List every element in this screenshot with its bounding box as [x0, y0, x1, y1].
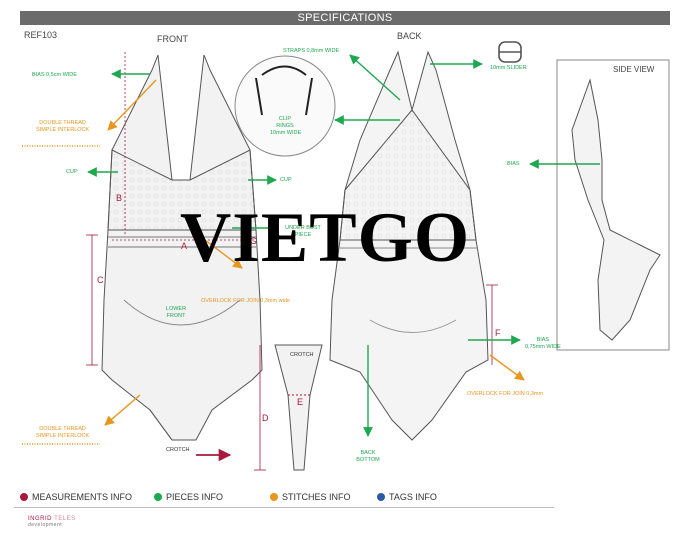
- back-bottom-line-2: BOTTOM: [356, 456, 380, 463]
- legend-pieces-label: PIECES INFO: [166, 492, 224, 502]
- legend-measurements-label: MEASUREMENTS INFO: [32, 492, 133, 502]
- brand-logo: INGRID TELES development: [28, 516, 76, 528]
- measurement-e: E: [297, 397, 304, 407]
- header-bar: SPECIFICATIONS: [20, 11, 670, 25]
- double-thread-bottom-line-2: SIMPLE INTERLOCK: [36, 432, 90, 439]
- under-bust-line-2: PIECE: [294, 231, 312, 238]
- cup-right-label: CUP: [280, 177, 292, 183]
- under-bust-label: UNDER BUST PIECE: [283, 225, 323, 239]
- bias-left-label: BIAS 0,5cm WIDE: [32, 72, 77, 78]
- reference-code: REF103: [24, 30, 58, 40]
- legend-divider: [14, 507, 554, 508]
- measurements-dot-icon: [20, 493, 28, 501]
- back-view-title: BACK: [397, 31, 422, 41]
- clip-width-label: 10mm WIDE: [270, 129, 302, 136]
- legend-measurements: MEASUREMENTS INFO: [20, 490, 132, 504]
- measurement-c: C: [97, 275, 104, 285]
- clip-label: CLIP: [278, 116, 292, 122]
- straps-label: STRAPS 0,8mm WIDE: [283, 48, 340, 54]
- clip-rings-label: CLIP RINGS 10mm WIDE: [270, 116, 302, 137]
- stitches-arrows: [22, 79, 525, 445]
- legend-stitches: STITCHES INFO: [270, 490, 351, 504]
- legend-pieces: PIECES INFO: [154, 490, 223, 504]
- measurement-d: D: [262, 413, 269, 423]
- measurement-f: F: [495, 328, 501, 338]
- bias-right-line-2: 0,75mm WIDE: [525, 343, 561, 350]
- overlock-front-label: OVERLOCK FOR JOIN 0,3mm wide: [201, 298, 290, 304]
- bias-right-line-1: BIAS: [536, 337, 550, 343]
- back-garment: [329, 50, 489, 441]
- page-title: SPECIFICATIONS: [297, 12, 393, 24]
- clip-rings-detail: [234, 55, 336, 157]
- measurement-a: A: [181, 241, 188, 251]
- side-view-panel: [556, 59, 670, 351]
- crotch-piece-label: CROTCH: [290, 352, 314, 358]
- measurement-lines: [86, 52, 498, 471]
- crotch-front-label: CROTCH: [166, 447, 190, 453]
- crotch-piece: [274, 344, 323, 471]
- lower-front-label: LOWER FRONT: [158, 306, 194, 320]
- back-bottom-label: BACK BOTTOM: [352, 450, 384, 464]
- pieces-dot-icon: [154, 493, 162, 501]
- tags-dot-icon: [377, 493, 385, 501]
- double-thread-top-label: DOUBLE THREAD SIMPLE INTERLOCK: [36, 120, 89, 134]
- legend-tags-label: TAGS INFO: [389, 492, 437, 502]
- measurement-b: B: [116, 193, 123, 203]
- side-view-title: SIDE VIEW: [613, 65, 655, 74]
- legend: MEASUREMENTS INFO PIECES INFO STITCHES I…: [20, 490, 553, 506]
- cup-left-label: CUP: [66, 169, 78, 175]
- lower-front-line-1: LOWER: [165, 306, 187, 312]
- bias-side-label: BIAS: [507, 161, 520, 167]
- brand-name: INGRID TELES: [28, 516, 76, 522]
- lower-front-line-2: FRONT: [166, 312, 186, 319]
- legend-stitches-label: STITCHES INFO: [282, 492, 351, 502]
- watermark-text: VIETGO: [180, 199, 471, 277]
- front-garment: [101, 54, 263, 441]
- overlock-back-label: OVERLOCK FOR JOIN 0,3mm: [467, 391, 544, 397]
- double-thread-bottom-line-1: DOUBLE THREAD: [39, 426, 86, 432]
- under-bust-line-1: UNDER BUST: [285, 225, 321, 231]
- stitches-dot-icon: [270, 493, 278, 501]
- back-bottom-line-1: BACK: [360, 450, 376, 456]
- pieces-arrows: [87, 54, 600, 437]
- double-thread-bottom-label: DOUBLE THREAD SIMPLE INTERLOCK: [36, 426, 89, 440]
- front-view-title: FRONT: [157, 34, 188, 44]
- slider-label: 10mm SLIDER: [490, 65, 527, 71]
- double-thread-top-line-2: SIMPLE INTERLOCK: [36, 126, 90, 133]
- rings-label: RINGS: [276, 122, 294, 129]
- brand-subtitle: development: [28, 522, 63, 528]
- bias-right-label: BIAS 0,75mm WIDE: [525, 337, 561, 351]
- double-thread-top-line-1: DOUBLE THREAD: [39, 120, 86, 126]
- slider-icon: [498, 41, 522, 63]
- legend-tags: TAGS INFO: [377, 490, 437, 504]
- measurement-g: G: [250, 236, 258, 246]
